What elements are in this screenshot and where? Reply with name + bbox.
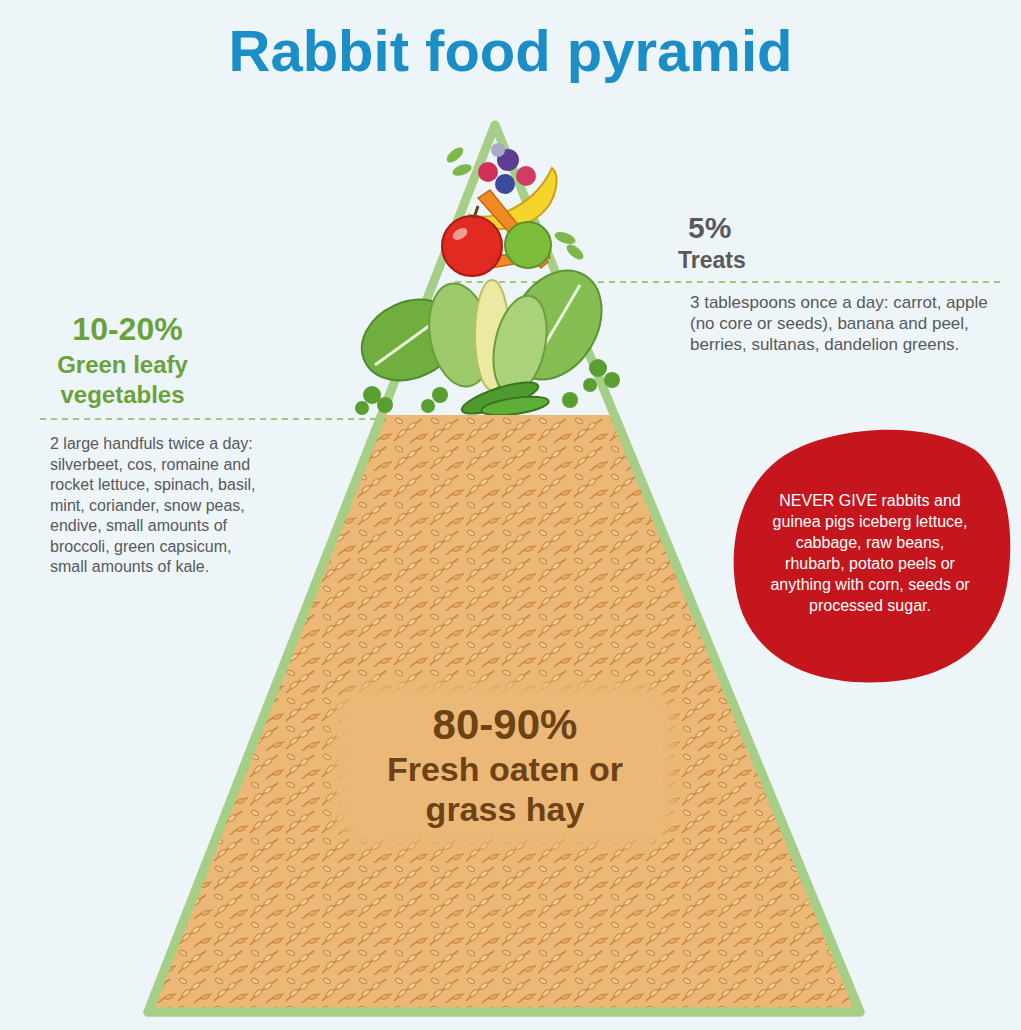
leafy-greens: [349, 254, 621, 420]
herb-leaf: [583, 378, 597, 392]
warning-text: NEVER GIVE rabbits and guinea pigs icebe…: [770, 490, 970, 616]
text-group: 80-90%Fresh oaten or grass hay: [348, 697, 662, 833]
text-group: NEVER GIVE rabbits and guinea pigs icebe…: [770, 490, 970, 616]
herb-leaf: [589, 359, 607, 377]
herb-leaf: [355, 401, 369, 415]
pea-pod: [480, 393, 550, 418]
percent-label: 5%: [688, 210, 808, 246]
title: Rabbit food pyramid: [0, 16, 1021, 86]
note-text: 2 large handfuls twice a day: silverbeet…: [50, 434, 262, 578]
raspberry: [516, 166, 536, 186]
note-text: 3 tablespoons once a day: carrot, apple …: [690, 292, 995, 355]
band-heading: Fresh oaten or grass hay: [360, 749, 650, 829]
percent-label: 10-20%: [40, 310, 215, 348]
green-apple: [505, 222, 551, 268]
category-heading: Green leafy vegetables: [25, 350, 220, 410]
blob-fill: [734, 430, 1011, 683]
red-apple: [442, 216, 502, 276]
herb-leaf: [604, 372, 620, 388]
category-heading: Treats: [678, 246, 828, 274]
warning-blob: NEVER GIVE rabbits and guinea pigs icebe…: [725, 420, 1015, 685]
warning-blob-shape: [725, 420, 1015, 685]
herb-leaf: [553, 230, 577, 247]
percent-label: 80-90%: [360, 701, 650, 749]
herb-leaf: [562, 392, 578, 408]
herb-leaf: [432, 387, 448, 403]
herb-leaf: [444, 145, 466, 166]
berry: [491, 143, 505, 157]
treats: [442, 143, 586, 276]
herb-leaf: [421, 399, 435, 413]
apple-highlight: [451, 226, 470, 243]
apple-stem: [474, 206, 478, 218]
herb-leaf: [451, 162, 473, 178]
blueberry: [495, 174, 515, 194]
herb-leaf: [377, 397, 393, 413]
herb-leaf: [564, 242, 586, 263]
raspberry: [478, 162, 498, 182]
